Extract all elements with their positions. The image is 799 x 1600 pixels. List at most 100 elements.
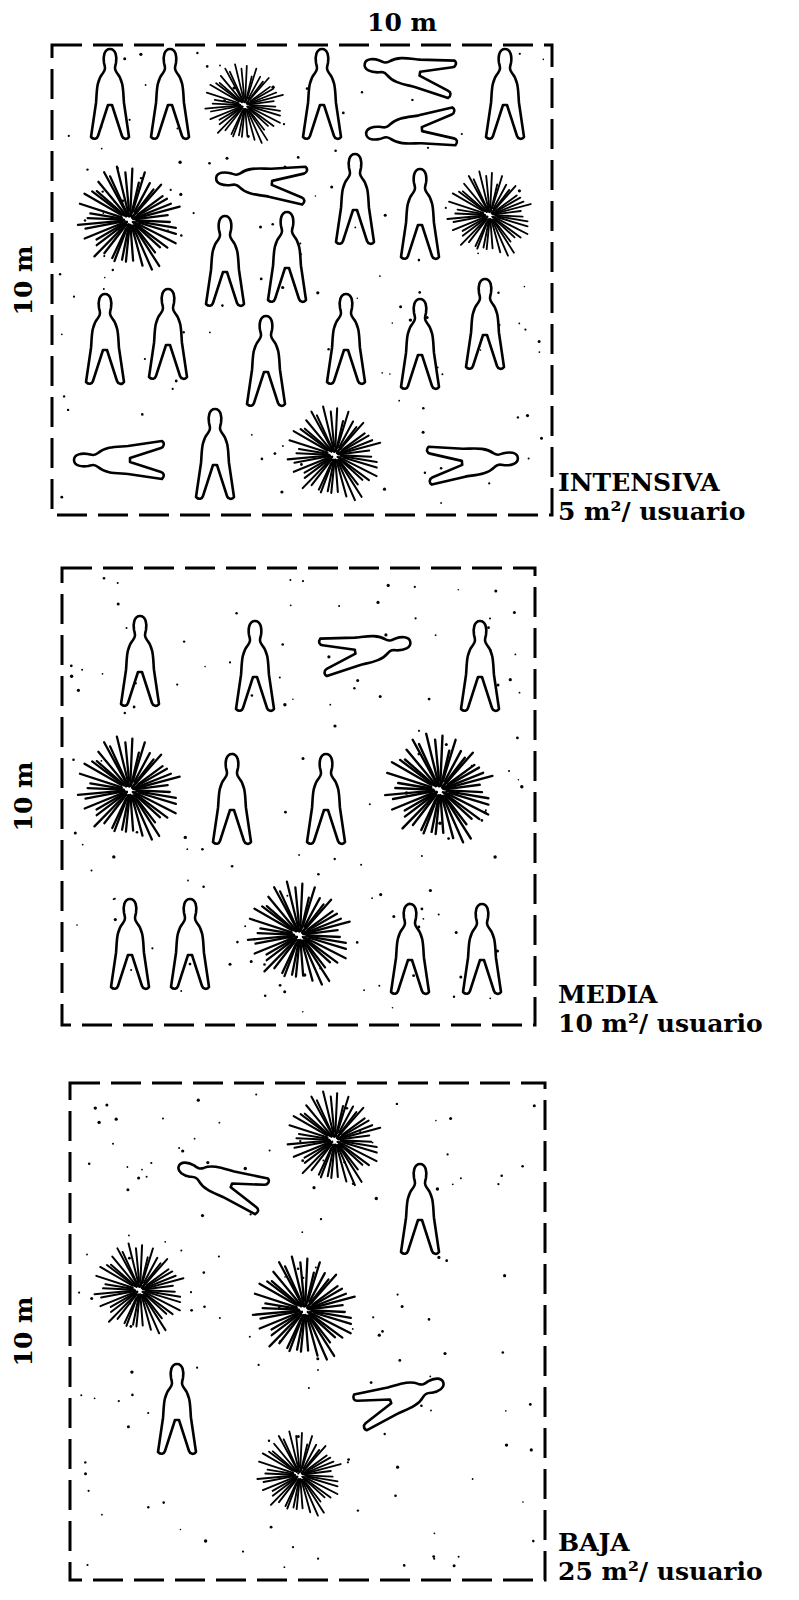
dimension-label: 10 m [12,1296,37,1366]
ground-dot [320,1218,322,1220]
person-figure [74,441,164,479]
ground-dot [427,147,429,149]
ground-dot [532,1540,535,1543]
ground-dot [353,687,355,689]
ground-dot [354,227,356,229]
ground-dot [308,1387,310,1389]
ground-dot [70,664,73,667]
ground-dot [136,831,139,834]
ground-dot [193,212,195,214]
person-figure [401,299,439,389]
ground-dot [196,52,198,54]
ground-dot [449,1117,452,1120]
ground-dot [86,1254,88,1256]
ground-dot [218,1255,220,1257]
ground-dot [251,434,253,436]
ground-dot [342,112,345,115]
shrub-symbol [248,882,350,985]
ground-dot [219,1317,221,1319]
ground-dot [242,1551,244,1553]
ground-dot [112,1143,114,1145]
person-figure [401,169,439,259]
person-figure [336,154,374,244]
ground-dot [455,931,458,934]
ground-dot [181,1149,184,1152]
ground-dot [429,1376,431,1378]
ground-dot [412,974,415,977]
ground-dot [488,482,490,484]
shrub-symbol [78,167,180,270]
ground-dot [422,431,425,434]
ground-dot [219,1122,221,1124]
ground-dot [103,255,105,257]
ground-dot [289,579,291,581]
ground-dot [357,1509,359,1511]
ground-dot [438,914,440,916]
ground-dot [327,348,329,350]
ground-dot [515,654,517,656]
ground-dot [472,1478,474,1480]
dimension-label: 10 m [12,245,37,315]
ground-dot [330,186,333,189]
ground-dot [190,1309,193,1312]
ground-dot [421,908,424,911]
ground-dot [494,589,497,592]
ground-dot [440,502,442,504]
person-figure [172,1148,269,1214]
ground-dot [524,286,526,288]
ground-dot [360,864,362,866]
ground-dot [150,1162,152,1164]
ground-dot [81,669,83,671]
person-figure [91,49,129,139]
ground-dot [78,1292,80,1294]
ground-dot [284,1566,286,1568]
ground-dot [127,1166,129,1168]
ground-dot [117,582,119,584]
ground-dot [543,59,545,61]
person-figure [327,294,365,384]
ground-dot [145,84,147,86]
ground-dot [117,602,120,605]
ground-dot [137,1177,140,1180]
ground-dot [74,832,77,835]
ground-dot [502,1351,505,1354]
ground-dot [281,286,284,289]
person-figure [307,754,345,844]
ground-dot [411,99,413,101]
ground-dot [381,372,383,374]
person-figure [247,316,285,406]
ground-dot [392,1007,394,1009]
ground-dot [206,65,209,68]
ground-dot [180,1250,182,1252]
ground-dot [84,1472,87,1475]
ground-dot [86,1564,88,1566]
person-figure [486,49,524,139]
ground-dot [513,611,516,614]
ground-dot [60,496,63,499]
ground-dot [520,785,523,788]
ground-dot [379,893,382,896]
ground-dot [126,627,128,629]
ground-dot [101,148,103,150]
ground-dot [180,1529,182,1531]
ground-dot [221,304,224,307]
ground-dot [497,1183,499,1185]
ground-dot [183,640,185,642]
ground-dot [376,601,379,604]
ground-dot [175,380,178,383]
ground-dot [302,757,305,760]
ground-dot [279,984,282,987]
ground-dot [94,1106,97,1109]
ground-dot [392,915,395,918]
ground-dot [82,844,84,846]
ground-dot [128,1257,131,1260]
ground-dot [435,1120,437,1122]
ground-dot [70,675,73,678]
ground-dot [396,1103,398,1105]
ground-dot [76,924,78,926]
ground-dot [375,1197,378,1200]
shrub-symbols [78,64,531,1515]
density-label: MEDIA [558,982,658,1007]
ground-dot [418,259,421,262]
ground-dot [399,305,402,308]
